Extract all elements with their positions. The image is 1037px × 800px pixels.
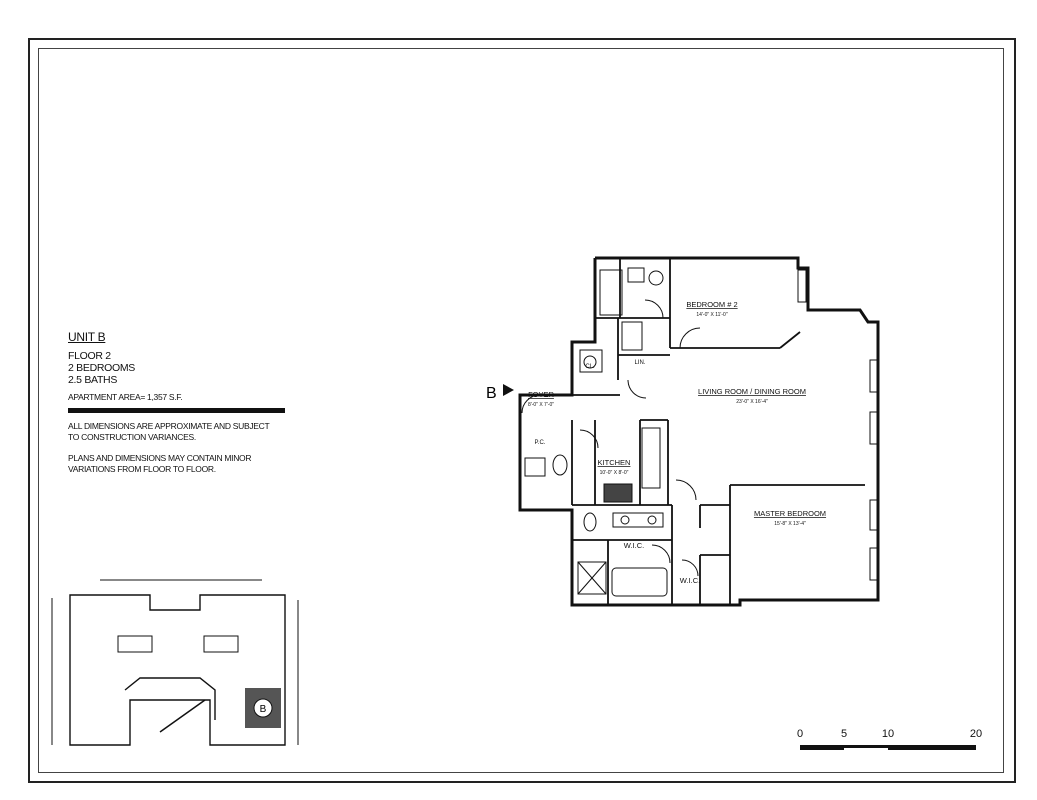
label-kitchen: KITCHEN	[598, 458, 631, 467]
label-cl: CL.	[585, 364, 595, 370]
entry-marker: B	[486, 384, 514, 402]
label-bedroom2: BEDROOM # 2	[686, 300, 737, 309]
label-pc: P.C.	[535, 440, 546, 446]
label-master: MASTER BEDROOM	[754, 509, 826, 518]
apartment-area: APARTMENT AREA= 1,357 S.F.	[68, 392, 183, 402]
interior-walls	[571, 258, 865, 605]
key-plan-marker: B	[260, 704, 267, 715]
divider-rule	[68, 408, 285, 413]
bedrooms-label: 2 BEDROOMS	[68, 362, 136, 374]
key-plan-units	[117, 635, 239, 733]
key-plan-outline	[69, 594, 286, 746]
unit-title: UNIT B	[68, 330, 106, 344]
key-plan-unit-b: B	[245, 688, 281, 728]
key-plan-ticks	[51, 579, 299, 745]
entry-arrow-icon	[503, 384, 514, 396]
fixtures	[524, 267, 879, 597]
label-living: LIVING ROOM / DINING ROOM	[698, 387, 806, 396]
exterior-walls	[518, 256, 880, 607]
note-variations: PLANS AND DIMENSIONS MAY CONTAIN MINOR V…	[68, 453, 252, 474]
label-wic1: W.I.C.	[624, 541, 644, 550]
scale-label-20: 20	[970, 728, 982, 740]
label-wic2: W.I.C.	[680, 576, 700, 585]
floor-label: FLOOR 2	[68, 350, 111, 362]
unit-info-block: UNIT B FLOOR 2 2 BEDROOMS 2.5 BATHS APAR…	[68, 330, 288, 485]
label-linen: LIN.	[634, 360, 645, 366]
scale-label-5: 5	[841, 728, 847, 740]
room-labels: BEDROOM # 2 14'-0" X 11'-0" LIVING ROOM …	[528, 300, 826, 585]
scale-label-0: 0	[797, 728, 803, 740]
scale-bar-segments	[800, 745, 976, 750]
outer-border	[28, 38, 1016, 783]
note-dimensions: ALL DIMENSIONS ARE APPROXIMATE AND SUBJE…	[68, 421, 270, 442]
dim-living: 23'-0" X 16'-4"	[736, 399, 768, 405]
label-foyer: FOYER	[528, 390, 554, 399]
dim-foyer: 8'-0" X 7'-0"	[528, 402, 554, 408]
scale-label-10: 10	[882, 728, 894, 740]
dim-master: 15'-8" X 13'-4"	[774, 521, 806, 527]
dim-bedroom2: 14'-0" X 11'-0"	[696, 312, 727, 318]
dim-kitchen: 10'-0" X 8'-0"	[600, 470, 629, 476]
door-swings	[521, 299, 701, 577]
inner-border	[38, 48, 1004, 773]
baths-label: 2.5 BATHS	[68, 374, 118, 386]
entry-marker-letter: B	[486, 385, 497, 402]
